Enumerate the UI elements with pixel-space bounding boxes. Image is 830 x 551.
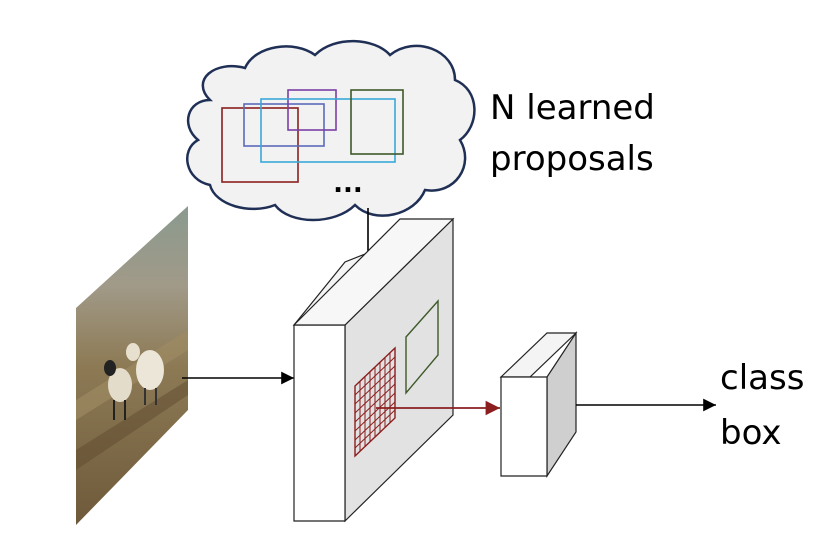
input-image	[76, 206, 188, 525]
proposal-box-blue	[243, 103, 325, 147]
feature-proposal-green	[405, 299, 439, 395]
proposal-box-purple	[287, 89, 337, 131]
head-face	[500, 376, 548, 477]
proposals-label-line1: N learned	[490, 88, 655, 128]
proposals-label-line2: proposals	[490, 139, 654, 179]
output-class-label: class	[720, 358, 805, 398]
sheep-figures	[104, 343, 164, 420]
proposals-ellipsis: ...	[333, 169, 363, 199]
roi-grid	[354, 346, 396, 458]
proposal-box-red	[221, 107, 299, 183]
backbone-feature-map	[292, 217, 455, 523]
detection-head	[499, 330, 578, 479]
proposals-cloud: ...	[186, 39, 476, 222]
backbone-top-edge	[292, 218, 455, 326]
proposal-box-green	[350, 89, 404, 155]
backbone-face	[293, 324, 346, 522]
output-box-label: box	[720, 413, 782, 453]
proposal-box-cyan	[260, 98, 396, 163]
